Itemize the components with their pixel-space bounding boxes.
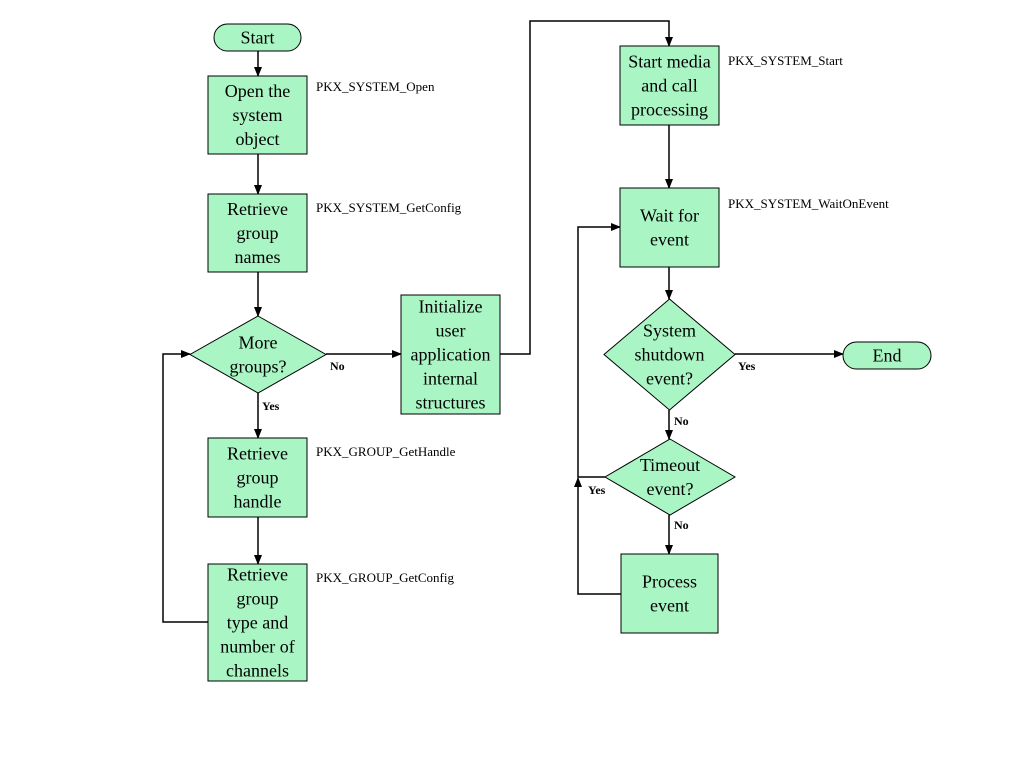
node-label-line: shutdown (634, 345, 704, 365)
edge-type-more (162, 350, 208, 623)
node-label-line: event (650, 596, 689, 616)
node-label-line: Retrieve (227, 444, 288, 464)
connector-arrow (162, 350, 208, 623)
node-label-line: group (237, 589, 279, 609)
process-shape (400, 294, 501, 415)
terminal-shape (842, 341, 932, 370)
node-names: Retrieve group names PKX_SYSTEM_GetConfig (207, 193, 462, 273)
edge-init-startmedia (500, 20, 673, 355)
node-label-line: application (411, 345, 491, 365)
edge-label: No (330, 359, 345, 373)
process-shape (207, 437, 308, 518)
node-label-line: groups? (230, 357, 287, 377)
decision-shape (603, 298, 736, 411)
node-label-line: object (236, 129, 280, 149)
node-label-line: event? (647, 479, 694, 499)
edge-more-handle: Yes (254, 393, 280, 439)
edge-shutdown-timeout: No (665, 410, 689, 440)
node-label-line: Retrieve (227, 199, 288, 219)
edge-process-wait (574, 477, 621, 595)
process-shape (619, 45, 720, 126)
node-start: Start (213, 23, 302, 52)
node-label-line: structures (416, 393, 486, 413)
edge-label: No (674, 518, 689, 532)
api-call-label: PKX_GROUP_GetConfig (316, 570, 454, 585)
api-call-label: PKX_SYSTEM_Open (316, 79, 435, 94)
process-shape (619, 187, 720, 268)
node-label-line: Open the (225, 81, 290, 101)
node-init: Initialize user application internal structu… (400, 294, 501, 415)
node-label-line: Start media (628, 52, 710, 72)
edge-label: Yes (588, 483, 606, 497)
node-end: End (842, 341, 932, 370)
node-label-line: System (643, 321, 696, 341)
node-label-line: system (232, 105, 282, 125)
decision-shape (604, 438, 736, 516)
process-shape (620, 553, 719, 634)
edge-timeout-process: No (665, 515, 689, 555)
node-timeout: Timeout event? (604, 438, 736, 516)
node-label-line: handle (234, 492, 282, 512)
node-label-line: Process (642, 572, 697, 592)
node-shutdown: System shutdown event? (603, 298, 736, 411)
api-call-label: PKX_SYSTEM_GetConfig (316, 200, 462, 215)
node-label-line: Retrieve (227, 565, 288, 585)
process-shape (207, 563, 308, 682)
node-label-line: group (237, 468, 279, 488)
node-label-line: internal (423, 369, 478, 389)
node-label-line: Initialize (419, 297, 483, 317)
connector-arrow (577, 223, 621, 478)
node-label-line: Start (241, 28, 275, 48)
edge-label: No (674, 414, 689, 428)
edge-label: Yes (738, 359, 756, 373)
node-label-line: user (436, 321, 466, 341)
node-label-line: channels (226, 661, 289, 681)
node-label-line: Wait for (640, 206, 699, 226)
api-call-label: PKX_GROUP_GetHandle (316, 444, 456, 459)
node-label-line: More (239, 333, 278, 353)
node-handle: Retrieve group handle PKX_GROUP_GetHandle (207, 437, 456, 518)
api-call-label: PKX_SYSTEM_Start (728, 53, 843, 68)
node-label-line: processing (631, 100, 708, 120)
process-shape (207, 193, 308, 273)
edge-timeout-wait: Yes (577, 223, 621, 497)
node-label-line: event? (646, 369, 693, 389)
connector-arrow (500, 20, 673, 355)
node-label-line: End (873, 346, 902, 366)
node-more: More groups? (188, 315, 328, 394)
node-label-line: Timeout (640, 455, 700, 475)
node-startmedia: Start media and call processing PKX_SYSTEM_… (619, 45, 843, 126)
node-type: Retrieve group type and number of channels PK… (207, 563, 454, 682)
node-label-line: group (237, 223, 279, 243)
node-label-line: names (235, 247, 281, 267)
edge-label: Yes (262, 399, 280, 413)
edge-shutdown-end: Yes (735, 350, 844, 373)
node-label-line: event (650, 230, 689, 250)
node-label-line: and call (641, 76, 697, 96)
terminal-shape (213, 23, 302, 52)
process-shape (207, 75, 308, 155)
connector-arrow (574, 477, 621, 595)
node-wait: Wait for event PKX_SYSTEM_WaitOnEvent (619, 187, 889, 268)
node-label-line: type and (227, 613, 288, 633)
api-call-label: PKX_SYSTEM_WaitOnEvent (728, 196, 889, 211)
node-process: Process event (620, 553, 719, 634)
edge-more-init: No (326, 350, 402, 373)
node-label-line: number of (220, 637, 294, 657)
decision-shape (188, 315, 328, 394)
node-open: Open the system object PKX_SYSTEM_Open (207, 75, 435, 155)
